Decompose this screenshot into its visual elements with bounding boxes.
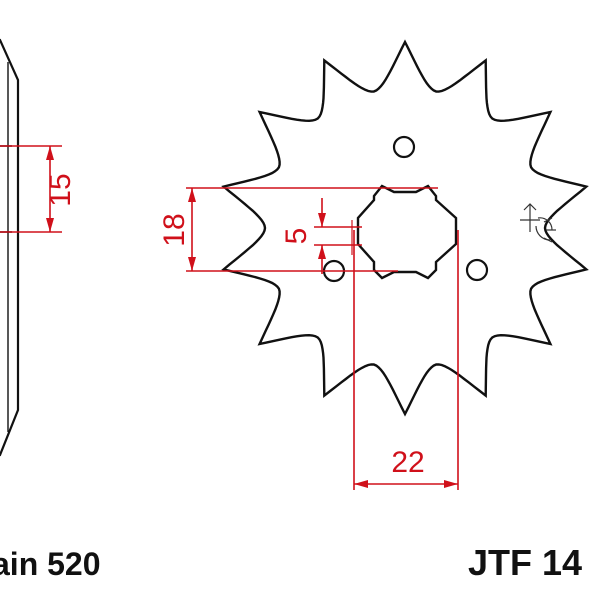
side-profile-outline xyxy=(0,38,20,457)
logo-mark xyxy=(520,203,556,243)
dimension-spline-depth-label: 5 xyxy=(280,228,313,245)
dimension-height xyxy=(186,187,438,272)
chain-size-label: ain 520 xyxy=(0,546,101,582)
sprocket-outline xyxy=(221,39,589,417)
side-profile xyxy=(0,38,20,457)
dimension-bore xyxy=(353,230,459,490)
dimension-side-width xyxy=(0,145,62,233)
bolt-hole-right xyxy=(465,258,489,282)
sprocket-code-label: JTF 14 xyxy=(468,542,583,583)
dimension-side-width-label: 15 xyxy=(44,173,77,206)
dimension-bore-label: 22 xyxy=(391,446,424,479)
dimension-height-label: 18 xyxy=(158,213,191,246)
bolt-hole-top xyxy=(392,135,416,159)
spline-bore xyxy=(356,184,458,280)
